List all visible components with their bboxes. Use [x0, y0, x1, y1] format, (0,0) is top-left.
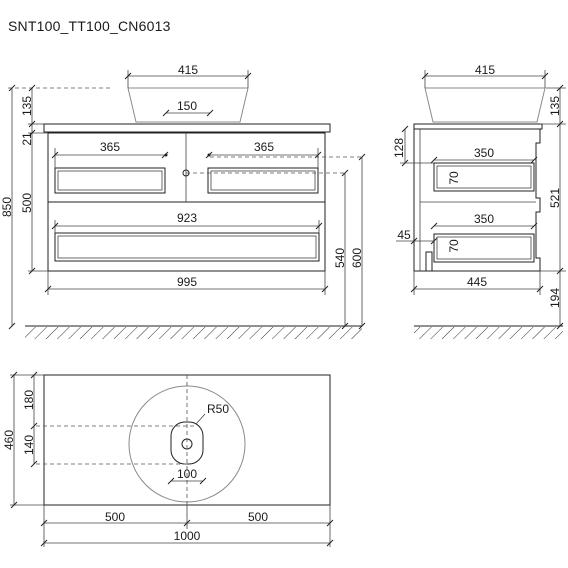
side-floor-gap-label: 194 [548, 288, 562, 308]
side-cabinet-height-label: 521 [548, 188, 562, 208]
front-right-drawer-handle [207, 167, 319, 194]
top-depth-140-label: 140 [22, 435, 36, 455]
side-upper-drawer-height-label: 70 [447, 171, 461, 185]
side-basin [424, 87, 546, 123]
top-total-depth-label: 460 [2, 430, 16, 450]
top-view: 180 140 460 R50 100 500 500 1000 [2, 371, 334, 547]
front-right-handle-label: 365 [254, 140, 274, 154]
front-side-height-540-label: 540 [333, 248, 347, 268]
side-top-offset-label: 128 [392, 138, 406, 158]
top-half-right-label: 500 [248, 510, 268, 524]
top-drain-label: 100 [177, 467, 197, 481]
side-lower-drawer-depth-label: 350 [474, 212, 494, 226]
front-left-handle-label: 365 [100, 140, 120, 154]
front-bottom-handle-label: 923 [177, 211, 197, 225]
front-drawer-height-label: 500 [20, 193, 34, 213]
front-bottom-drawer-handle [54, 232, 320, 262]
drawing-title: SNT100_TT100_CN6013 [8, 18, 171, 34]
side-plinth [425, 251, 433, 272]
front-floor-hatch [25, 327, 362, 339]
front-basin-width-label: 415 [178, 63, 198, 77]
side-floor-hatch [414, 327, 563, 339]
front-drain-width-label: 150 [177, 99, 197, 113]
side-basin-height-label: 135 [548, 96, 562, 116]
side-cabinet [413, 129, 541, 272]
side-basin-width-label: 415 [475, 63, 495, 77]
side-countertop [413, 123, 543, 130]
front-cabinet-width-label: 995 [177, 275, 197, 289]
top-half-left-label: 500 [105, 510, 125, 524]
side-lower-drawer [433, 233, 535, 263]
front-total-height-label: 850 [0, 197, 14, 217]
top-depth-180-label: 180 [22, 390, 36, 410]
side-cabinet-depth-label: 445 [467, 275, 487, 289]
front-top-thickness-label: 21 [20, 132, 34, 146]
front-basin [127, 87, 249, 123]
side-lower-drawer-height-label: 70 [447, 239, 461, 253]
side-view: 415 135 521 194 128 350 70 350 70 [392, 63, 566, 339]
front-basin-height-label: 135 [20, 96, 34, 116]
side-upper-drawer [433, 162, 535, 192]
front-side-height-600-label: 600 [350, 248, 364, 268]
top-radius-label: R50 [207, 402, 229, 416]
side-upper-drawer-depth-label: 350 [474, 146, 494, 160]
top-total-width-label: 1000 [174, 529, 201, 543]
side-plinth-offset-label: 45 [397, 228, 411, 242]
front-view: 415 150 135 21 500 850 365 365 [0, 63, 366, 339]
top-drain-slot [170, 421, 204, 465]
front-left-drawer-handle [54, 167, 166, 194]
front-countertop [43, 123, 331, 133]
